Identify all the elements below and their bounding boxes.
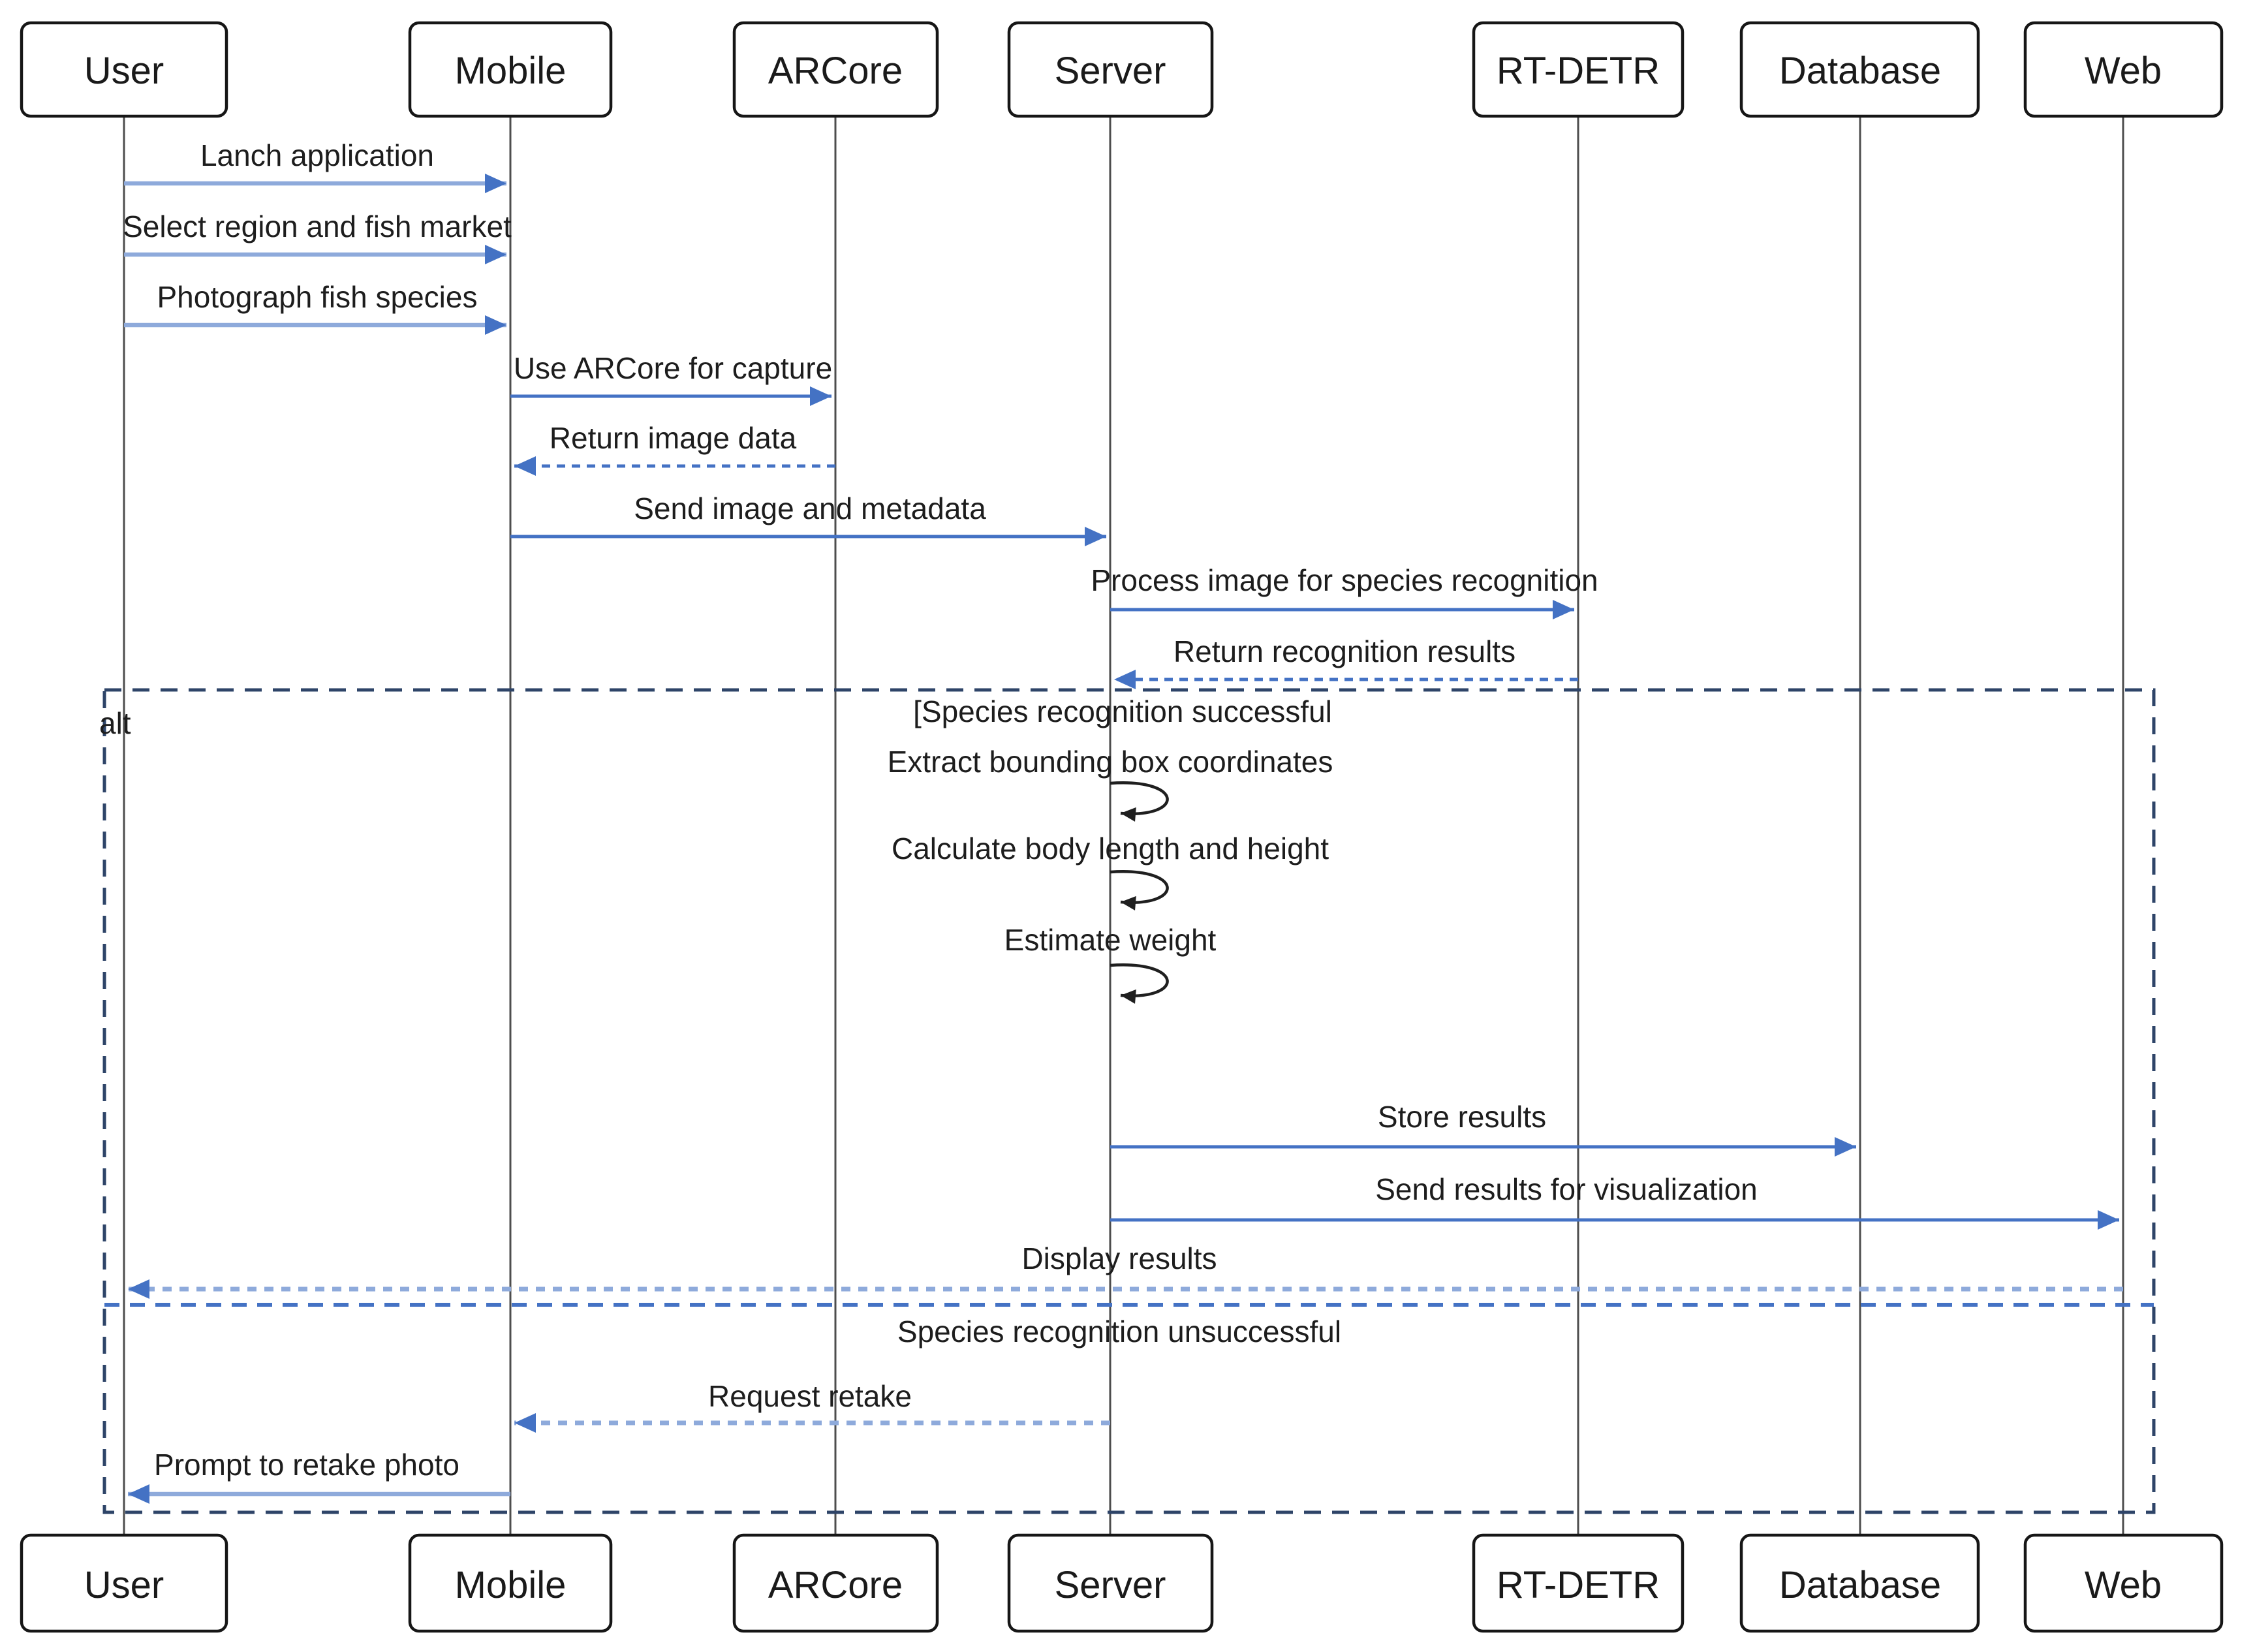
participant-box [1472, 1533, 1685, 1633]
participant-box [1739, 1533, 1980, 1633]
self-loop-arrow [1110, 963, 1169, 1004]
message-return-recognition-results: Return recognition results [1114, 634, 1578, 689]
participant-label: Web [2085, 50, 2162, 92]
message-label: Store results [1378, 1100, 1546, 1134]
participant-box [1739, 21, 1980, 118]
message-label: Send results for visualization [1375, 1172, 1758, 1206]
participant-box [1007, 1533, 1214, 1633]
self-loop-arrow [1110, 781, 1169, 822]
message-label: Prompt to retake photo [154, 1448, 459, 1482]
message-display-results: Display results [128, 1241, 2123, 1299]
alt-condition-success: [Species recognition successful [913, 694, 1332, 728]
participant-box [2023, 21, 2224, 118]
alt-operator-label: alt [99, 706, 131, 740]
participants-bottom: User Mobile ARCore Server RT-DETR Databa… [20, 1533, 2224, 1633]
message-photograph-fish: Photograph fish species [124, 280, 506, 335]
message-label: Process image for species recognition [1091, 563, 1598, 597]
message-label: Photograph fish species [157, 280, 478, 314]
participants-top: User Mobile ARCore Server RT-DETR Databa… [20, 21, 2224, 118]
participant-box [1007, 21, 1214, 118]
message-label: Extract bounding box coordinates [888, 745, 1333, 779]
lifelines [123, 116, 2124, 1535]
participant-box [1472, 21, 1685, 118]
message-use-arcore: Use ARCore for capture [510, 351, 832, 406]
participant-box [408, 1533, 613, 1633]
message-label: Request retake [708, 1379, 912, 1413]
message-prompt-retake-photo: Prompt to retake photo [128, 1448, 510, 1504]
message-store-results: Store results [1110, 1100, 1856, 1157]
participant-mobile-top: Mobile [408, 21, 613, 118]
message-label: Return recognition results [1173, 634, 1515, 668]
participant-label: Mobile [455, 1564, 567, 1606]
participant-label: Database [1779, 1564, 1941, 1606]
message-lanch-application: Lanch application [124, 138, 506, 193]
participant-box [732, 21, 939, 118]
message-label: Calculate body length and height [892, 832, 1329, 865]
participant-web-top: Web [2023, 21, 2224, 118]
message-request-retake: Request retake [514, 1379, 1110, 1433]
self-message-calculate-body: Calculate body length and height [892, 832, 1329, 911]
participant-user-top: User [20, 21, 228, 118]
participant-arcore-top: ARCore [732, 21, 939, 118]
self-message-estimate-weight: Estimate weight [1004, 923, 1217, 1004]
message-label: Select region and fish market [123, 210, 512, 243]
participant-box [408, 21, 613, 118]
alt-frame-border [102, 688, 2156, 1514]
participant-rtdetr-bottom: RT-DETR [1472, 1533, 1685, 1633]
participant-label: User [84, 1564, 164, 1606]
participant-label: Server [1055, 50, 1166, 92]
participant-server-bottom: Server [1007, 1533, 1214, 1633]
participant-mobile-bottom: Mobile [408, 1533, 613, 1633]
message-send-results-visualization: Send results for visualization [1110, 1172, 2119, 1230]
message-process-image: Process image for species recognition [1091, 563, 1598, 619]
message-send-image-metadata: Send image and metadata [510, 491, 1106, 546]
message-label: Send image and metadata [634, 491, 986, 525]
participant-database-top: Database [1739, 21, 1980, 118]
participant-label: Mobile [455, 50, 567, 92]
participant-label: ARCore [768, 1564, 903, 1606]
message-label: Lanch application [200, 138, 434, 172]
message-label: Use ARCore for capture [514, 351, 832, 385]
self-loop-arrow [1110, 870, 1169, 911]
participant-box [20, 21, 228, 118]
participant-user-bottom: User [20, 1533, 228, 1633]
participant-box [20, 1533, 228, 1633]
participant-label: RT-DETR [1497, 50, 1660, 92]
participant-label: ARCore [768, 50, 903, 92]
message-select-region: Select region and fish market [123, 210, 512, 264]
self-message-extract-bbox: Extract bounding box coordinates [888, 745, 1333, 822]
participant-database-bottom: Database [1739, 1533, 1980, 1633]
participant-label: User [84, 50, 164, 92]
participant-web-bottom: Web [2023, 1533, 2224, 1633]
participant-label: Web [2085, 1564, 2162, 1606]
participant-box [732, 1533, 939, 1633]
message-return-image-data: Return image data [514, 421, 835, 476]
alt-frame: alt [Species recognition successful Spec… [99, 688, 2156, 1514]
message-label: Display results [1021, 1241, 1217, 1275]
participant-label: Server [1055, 1564, 1166, 1606]
participant-box [2023, 1533, 2224, 1633]
participant-arcore-bottom: ARCore [732, 1533, 939, 1633]
participant-label: Database [1779, 50, 1941, 92]
participant-server-top: Server [1007, 21, 1214, 118]
message-label: Estimate weight [1004, 923, 1217, 957]
participant-rtdetr-top: RT-DETR [1472, 21, 1685, 118]
participant-label: RT-DETR [1497, 1564, 1660, 1606]
alt-condition-unsuccessful: Species recognition unsuccessful [897, 1315, 1341, 1348]
message-label: Return image data [550, 421, 797, 455]
